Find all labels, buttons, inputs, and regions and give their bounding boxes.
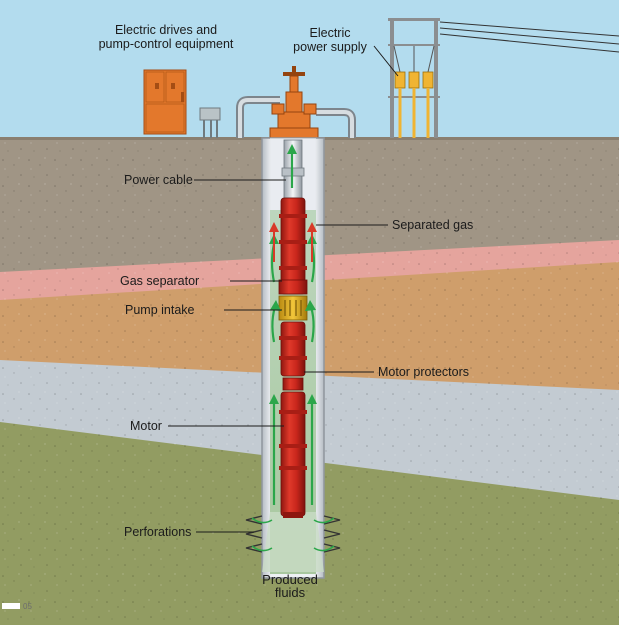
label-drives-line1: Electric drives and [115,23,217,37]
label-power-line1: Electric [310,26,351,40]
control-box [199,107,221,138]
motor-protector-upper [280,321,306,377]
label-power-line2: power supply [293,40,367,54]
gas-flow-arrows [269,222,317,262]
motor-protector-lower [282,377,304,391]
drives-cabinet [143,69,187,135]
pump-intake-section [278,295,308,321]
wellhead [269,66,319,141]
scale-bar [2,603,20,609]
label-power-cable: Power cable [124,173,193,187]
label-separated-gas: Separated gas [392,218,473,232]
label-motor: Motor [130,419,162,433]
label-pump-intake: Pump intake [125,303,195,317]
scale-marker-label: 05 [23,602,32,611]
label-produced-line2: fluids [275,585,306,600]
gas-separator-section [278,279,308,295]
pump-assembly [278,197,308,518]
label-gas-separator: Gas separator [120,274,199,288]
label-motor-protectors: Motor protectors [378,365,469,379]
leader-lines [168,45,399,533]
perforations [245,515,341,553]
label-perforations: Perforations [124,525,191,539]
label-produced-line1: Produced [262,572,318,587]
power-pole [388,18,619,138]
label-drives-line2: pump-control equipment [99,37,234,51]
surface-pipe [236,96,356,138]
